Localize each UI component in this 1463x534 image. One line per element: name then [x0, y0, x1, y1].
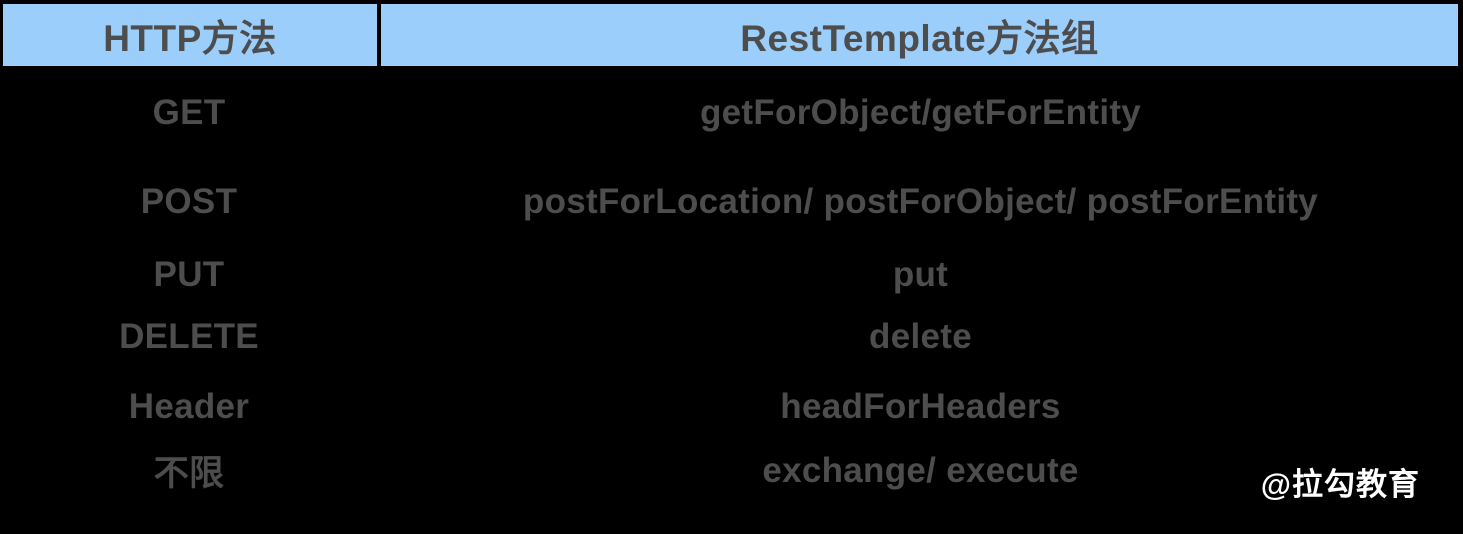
- cell-methods-group: exchange/ execute: [762, 450, 1079, 490]
- cell-methods-group: headForHeaders: [780, 387, 1061, 426]
- table-row: Header headForHeaders: [0, 369, 1463, 445]
- header-label-resttemplate-group: RestTemplate方法组: [740, 18, 1099, 59]
- cell-http-method: GET: [152, 92, 226, 132]
- cell-http-method: PUT: [153, 255, 225, 294]
- table-row: POST postForLocation/ postForObject/ pos…: [0, 159, 1463, 245]
- table-row: 不限 exchange/ execute: [0, 445, 1463, 496]
- table-header-row: HTTP方法 RestTemplate方法组: [3, 4, 1458, 66]
- cell-methods-group: postForLocation/ postForObject/ postForE…: [522, 182, 1319, 221]
- header-cell-http-method: HTTP方法: [3, 4, 377, 66]
- table-row: PUT put: [0, 245, 1463, 305]
- cell-http-method: Header: [128, 387, 250, 426]
- cell-http-method: 不限: [153, 454, 225, 493]
- header-cell-resttemplate-group: RestTemplate方法组: [381, 4, 1458, 66]
- cell-http-method: DELETE: [119, 317, 259, 356]
- cell-methods-group: put: [892, 255, 949, 294]
- table-row: DELETE delete: [0, 305, 1463, 369]
- cell-http-method: POST: [140, 182, 238, 221]
- cell-methods-group: getForObject/getForEntity: [699, 92, 1142, 132]
- watermark: @拉勾教育: [1260, 467, 1420, 502]
- cell-methods-group: delete: [869, 317, 972, 356]
- header-label-http-method: HTTP方法: [103, 18, 277, 59]
- table-row: GET getForObject/getForEntity: [0, 66, 1463, 159]
